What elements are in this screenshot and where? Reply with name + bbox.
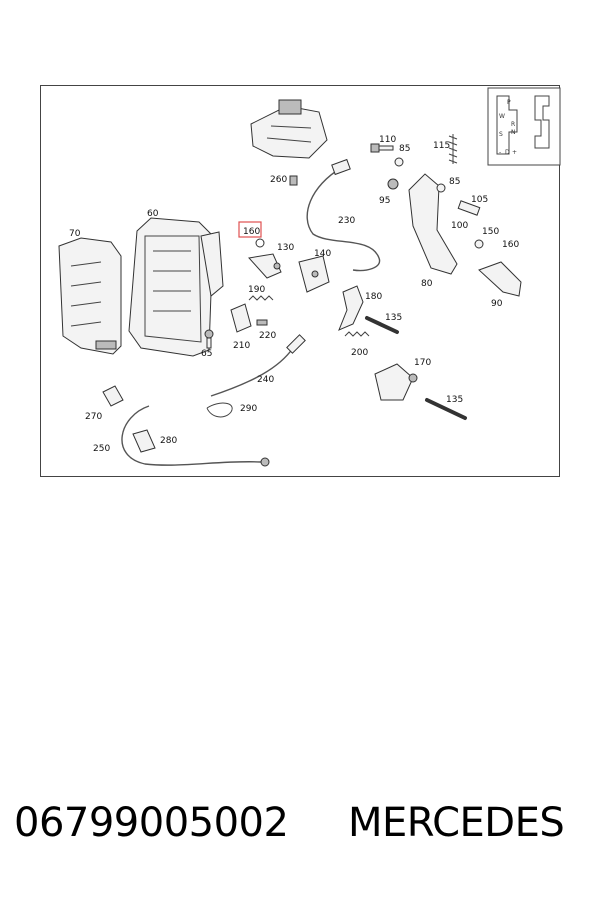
inset-letter-minus: -	[499, 149, 501, 156]
inset-letter-n: N	[511, 129, 516, 136]
inset-letter-r: R	[511, 121, 515, 128]
label-140: 140	[314, 249, 331, 259]
label-100: 100	[451, 221, 468, 231]
inset-letter-w: W	[499, 113, 505, 120]
label-80: 80	[421, 279, 433, 289]
inset-letter-d: D	[505, 149, 510, 156]
label-240: 240	[257, 375, 274, 385]
inset-letter-plus: +	[512, 149, 517, 156]
label-115: 115	[433, 141, 450, 151]
part-150-nut	[474, 239, 484, 249]
part-60-housing	[128, 217, 224, 357]
gate-pattern-inset: P R N W S D - +	[487, 87, 561, 166]
label-110: 110	[379, 135, 396, 145]
label-85-upper: 85	[399, 144, 410, 154]
part-190-spring	[248, 295, 274, 301]
part-80-selector	[408, 173, 458, 275]
label-280: 280	[160, 436, 177, 446]
label-60: 60	[147, 209, 159, 219]
label-200: 200	[351, 348, 368, 358]
part-95-ball	[387, 178, 399, 190]
label-250: 250	[93, 444, 110, 454]
label-70: 70	[69, 229, 81, 239]
label-270: 270	[85, 412, 102, 422]
label-220: 220	[259, 331, 276, 341]
part-105-bolt	[457, 200, 481, 216]
part-210-lever	[230, 303, 252, 333]
part-260-clip	[289, 175, 298, 186]
label-85-lower: 85	[449, 177, 460, 187]
part-140-bracket	[298, 255, 330, 293]
part-170-bracket	[374, 363, 414, 401]
brand-name: MERCEDES	[348, 800, 565, 846]
part-85-bushing-lower	[436, 183, 446, 193]
label-180: 180	[365, 292, 382, 302]
part-135-pin-lower	[425, 398, 467, 420]
part-280-bracket	[132, 429, 156, 453]
label-135-upper: 135	[385, 313, 402, 323]
label-160: 160	[502, 240, 519, 250]
label-210: 210	[233, 341, 250, 351]
part-270-clip	[102, 385, 124, 407]
cable-230-end	[331, 158, 351, 176]
inset-letter-s: S	[499, 131, 503, 138]
part-115-spring	[448, 134, 458, 164]
label-190: 190	[248, 285, 265, 295]
part-110-bolt	[370, 143, 394, 153]
part-180-lever	[338, 285, 364, 331]
inset-letter-p: P	[507, 99, 511, 106]
part-220-bolt	[256, 319, 268, 326]
label-290: 290	[240, 404, 257, 414]
part-70-cover	[58, 237, 122, 355]
top-module	[250, 99, 328, 159]
part-290-clamp	[206, 402, 233, 418]
part-130-lever	[248, 253, 282, 279]
part-250-cable	[121, 405, 262, 466]
label-95: 95	[379, 196, 390, 206]
label-135-lower: 135	[446, 395, 463, 405]
label-150: 150	[482, 227, 499, 237]
part-number: 06799005002	[14, 800, 289, 846]
part-135-pin-upper	[365, 316, 399, 334]
part-230-cable	[306, 167, 381, 272]
part-200-spring	[344, 331, 370, 337]
part-90-gate	[478, 261, 522, 297]
part-85-bushing-upper	[394, 157, 404, 167]
label-160-highlighted: 160	[243, 227, 260, 237]
label-65: 65	[201, 349, 212, 359]
label-230: 230	[338, 216, 355, 226]
part-65-screw	[204, 329, 214, 349]
highlight-box-160	[238, 221, 262, 238]
part-240-cable	[210, 347, 294, 397]
label-105: 105	[471, 195, 488, 205]
part-160-washer	[255, 238, 265, 248]
caption: 06799005002 MERCEDES	[14, 800, 586, 860]
exploded-view-drawing: P R N W S D - +	[58, 87, 561, 467]
label-90: 90	[491, 299, 503, 309]
label-130: 130	[277, 243, 294, 253]
label-170: 170	[414, 358, 431, 368]
parts-diagram: P R N W S D - +	[40, 85, 561, 477]
label-260: 260	[270, 175, 287, 185]
